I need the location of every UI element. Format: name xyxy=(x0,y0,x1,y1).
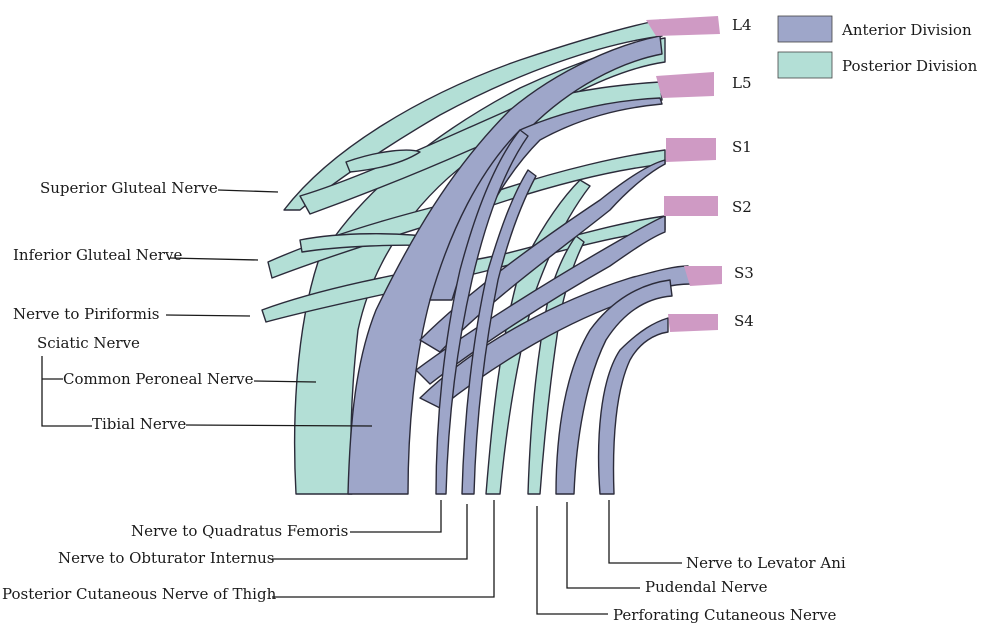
s4-root-cap xyxy=(668,314,718,332)
s2-root-cap xyxy=(664,196,718,216)
leader-superior-gluteal xyxy=(217,189,279,193)
root-label-s3: S3 xyxy=(734,264,754,282)
leader-posterior-cutaneous xyxy=(272,500,495,598)
root-label-l4: L4 xyxy=(732,16,752,34)
label-nerve-to-piriformis: Nerve to Piriformis xyxy=(13,305,159,323)
legend-label-posterior: Posterior Division xyxy=(842,57,978,75)
root-label-l5: L5 xyxy=(732,74,752,92)
root-label-s4: S4 xyxy=(734,312,754,330)
legend-swatch-anterior xyxy=(777,15,833,43)
legend: Anterior Division Posterior Division xyxy=(777,15,978,79)
root-label-s2: S2 xyxy=(732,198,752,216)
anterior-division-nerves xyxy=(347,35,691,495)
s1-root-cap xyxy=(666,138,716,162)
obturator-internus-strand xyxy=(461,169,537,495)
legend-swatch-posterior xyxy=(777,51,833,79)
leader-nerve-to-piriformis xyxy=(165,314,251,317)
sciatic-bracket xyxy=(41,356,92,427)
root-labels: L4 L5 S1 S2 S3 S4 xyxy=(732,16,754,330)
leader-obturator-internus xyxy=(272,504,468,560)
leader-common-peroneal xyxy=(253,380,317,383)
label-common-peroneal: Common Peroneal Nerve xyxy=(63,370,254,388)
leader-pudendal xyxy=(566,502,640,589)
root-caps xyxy=(646,16,722,332)
s4-anterior-branch xyxy=(597,317,669,495)
label-tibial: Tibial Nerve xyxy=(92,415,186,433)
label-levator-ani: Nerve to Levator Ani xyxy=(686,554,846,572)
label-perforating-cutaneous: Perforating Cutaneous Nerve xyxy=(613,606,836,624)
tibial-trunk xyxy=(347,35,663,495)
quadratus-femoris-strand xyxy=(435,129,529,495)
leader-inferior-gluteal xyxy=(169,257,259,261)
pudendal-strand xyxy=(555,279,673,495)
leader-levator-ani xyxy=(608,500,682,564)
l5-posterior-branch xyxy=(299,81,663,215)
perforating-cutaneous-strand xyxy=(527,235,585,495)
label-inferior-gluteal: Inferior Gluteal Nerve xyxy=(13,246,182,264)
label-obturator-internus: Nerve to Obturator Internus xyxy=(58,549,275,567)
leader-tibial xyxy=(185,424,373,427)
bottom-labels: Nerve to Quadratus Femoris Nerve to Obtu… xyxy=(2,500,846,624)
s3-root-cap xyxy=(684,266,722,286)
legend-label-anterior: Anterior Division xyxy=(841,21,972,39)
label-pudendal: Pudendal Nerve xyxy=(645,578,768,596)
posterior-loop-1 xyxy=(345,149,421,173)
label-posterior-cutaneous: Posterior Cutaneous Nerve of Thigh xyxy=(2,585,277,603)
label-quadratus-femoris: Nerve to Quadratus Femoris xyxy=(131,522,348,540)
l4-root-cap xyxy=(646,16,720,36)
label-sciatic: Sciatic Nerve xyxy=(37,334,140,352)
label-superior-gluteal: Superior Gluteal Nerve xyxy=(40,179,218,197)
leader-perforating-cutaneous xyxy=(536,506,608,615)
l5-root-cap xyxy=(656,72,714,98)
root-label-s1: S1 xyxy=(732,138,752,156)
leader-quadratus-femoris xyxy=(350,500,442,533)
left-labels: Superior Gluteal Nerve Inferior Gluteal … xyxy=(13,179,373,433)
